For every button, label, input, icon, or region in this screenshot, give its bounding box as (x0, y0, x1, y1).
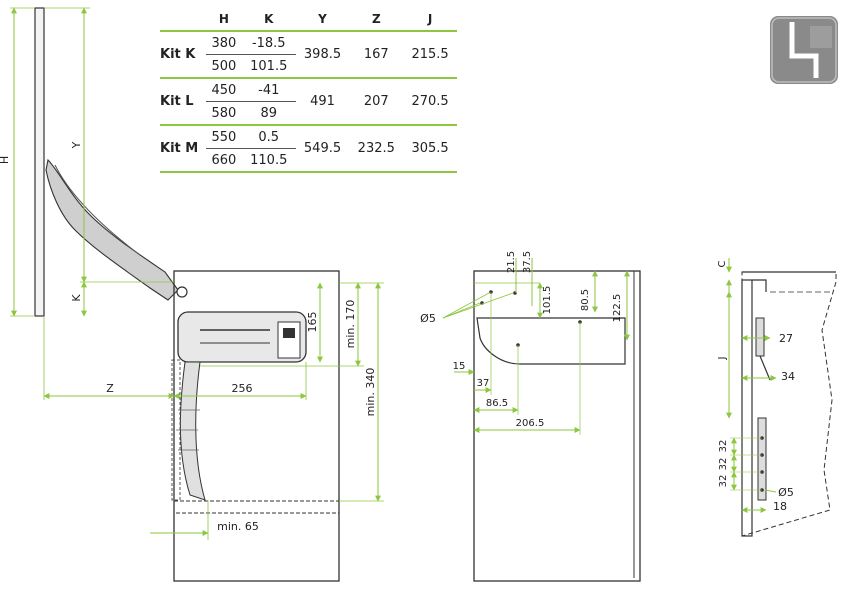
cell-K: 89 (241, 101, 296, 126)
cabinet-section (741, 271, 837, 537)
lift-arm (45, 158, 179, 301)
dim-min170-label: min. 170 (344, 300, 357, 349)
cell-J: 305.5 (403, 125, 457, 173)
cell-K: 110.5 (241, 148, 296, 173)
header-Y: Y (295, 8, 350, 32)
dim-256-label: 256 (232, 382, 253, 395)
dim-18-label: 18 (773, 500, 787, 513)
lower-bracket (757, 417, 767, 501)
table-row: 500 101.5 (160, 54, 457, 79)
side-cabinet (173, 270, 340, 582)
adjuster-window (283, 328, 295, 338)
dim-32c-label: 32 (718, 475, 729, 488)
dim-min340-label: min. 340 (364, 368, 377, 417)
dim-165-label: 165 (306, 312, 319, 333)
cell-K: 101.5 (241, 54, 296, 79)
dim-J-label: J (717, 357, 728, 361)
cell-H: 660 (206, 148, 242, 173)
cell-J: 270.5 (403, 78, 457, 126)
dim-32b-label: 32 (718, 458, 729, 471)
table-row: Kit L 450 -41 491 207 270.5 (160, 78, 457, 126)
header-K: K (241, 8, 296, 32)
dim-K-label: K (70, 294, 83, 302)
table-row: 660 110.5 (160, 148, 457, 173)
cell-H: 550 (206, 125, 242, 149)
header-H: H (206, 8, 242, 32)
kit-name: Kit L (160, 78, 206, 126)
upper-bracket-link (759, 355, 771, 381)
dim-206-5-label: 206.5 (516, 418, 545, 429)
door-edge (171, 359, 181, 501)
brand-logo-icon (770, 16, 838, 84)
cell-K: -41 (241, 78, 296, 102)
adjuster-plate (277, 321, 301, 359)
mounting-plate (476, 317, 626, 365)
cell-H: 380 (206, 31, 242, 55)
dim-32a-label: 32 (718, 440, 729, 453)
section-view: C J 27 34 32 32 32 Ø5 18 (717, 258, 837, 537)
dim-21-5-label: 21.5 (506, 251, 517, 273)
dim-37-label: 37 (477, 378, 490, 389)
arm-pivot (176, 286, 188, 298)
cell-H: 580 (206, 101, 242, 126)
front-cabinet (473, 270, 641, 582)
dim-122-5-label: 122.5 (612, 294, 623, 323)
cell-Y: 491 (295, 78, 350, 126)
table-row: Kit K 380 -18.5 398.5 167 215.5 (160, 31, 457, 79)
table-row: 580 89 (160, 101, 457, 126)
side-view: H Y K Z 256 165 min. 170 min. 340 min. 6… (0, 7, 384, 582)
hinge-top-bracket (752, 279, 767, 292)
header-J: J (403, 8, 457, 32)
front-view: 21.5 37.5 101.5 80.5 122.5 Ø5 15 37 86.5… (420, 251, 641, 582)
dim-Y-label: Y (70, 141, 83, 149)
cell-Y: 398.5 (295, 31, 350, 79)
open-door-panel (34, 7, 45, 317)
cell-H: 500 (206, 54, 242, 79)
dim-34-label: 34 (781, 370, 795, 383)
dim-37-5-label: 37.5 (522, 251, 533, 273)
cell-K: 0.5 (241, 125, 296, 149)
lift-arm-inner (54, 164, 141, 256)
header-blank (160, 8, 206, 32)
kit-name: Kit K (160, 31, 206, 79)
table-header-row: H K Y Z J (160, 8, 457, 32)
cell-K: -18.5 (241, 31, 296, 55)
side-panel (741, 279, 753, 537)
cell-J: 215.5 (403, 31, 457, 79)
dim-Z-label: Z (106, 382, 114, 395)
dim-C-label: C (717, 260, 728, 267)
dim-H-label: H (0, 156, 11, 164)
spec-table: H K Y Z J Kit K 380 -18.5 398.5 167 215.… (160, 8, 457, 173)
cell-H: 450 (206, 78, 242, 102)
dim-86-5-label: 86.5 (486, 398, 508, 409)
table-row: Kit M 550 0.5 549.5 232.5 305.5 (160, 125, 457, 173)
cabinet-bottom (173, 500, 340, 514)
kit-name: Kit M (160, 125, 206, 173)
mechanism-housing (177, 311, 307, 363)
hole-diameter-label: Ø5 (420, 312, 436, 325)
dim-15-label: 15 (453, 361, 466, 372)
section-diameter-label: Ø5 (778, 486, 794, 499)
dim-min65-label: min. 65 (217, 520, 259, 533)
dim-80-5-label: 80.5 (580, 289, 591, 311)
upper-bracket (755, 317, 765, 357)
dim-101-5-label: 101.5 (542, 286, 553, 315)
cell-Z: 167 (349, 31, 404, 79)
cell-Z: 207 (349, 78, 404, 126)
dim-27-label: 27 (779, 332, 793, 345)
lower-arm (179, 361, 206, 501)
cell-Y: 549.5 (295, 125, 350, 173)
cell-Z: 232.5 (349, 125, 404, 173)
header-Z: Z (349, 8, 404, 32)
